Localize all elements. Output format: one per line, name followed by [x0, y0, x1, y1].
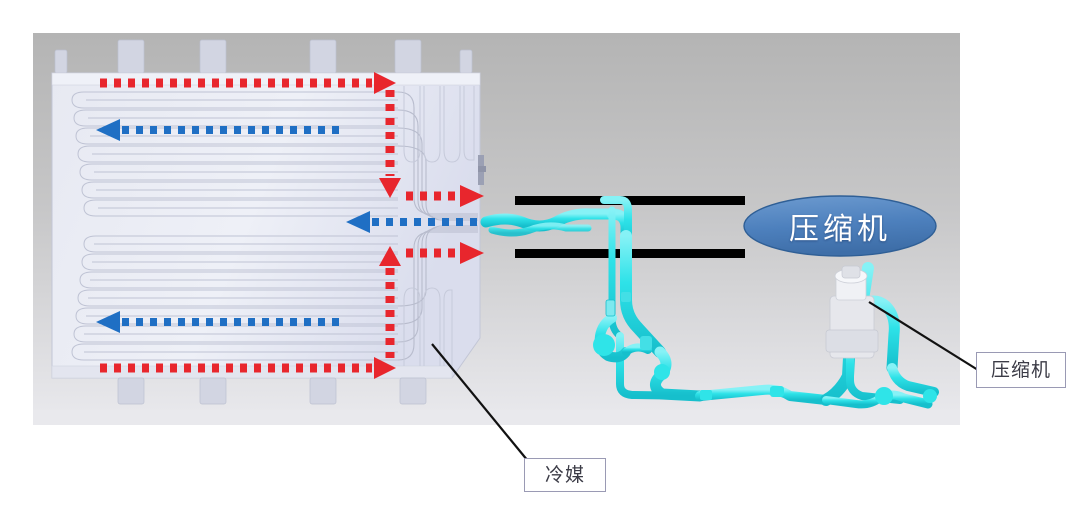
flow-arrows [96, 72, 494, 379]
flow-arrow-top-hot [100, 72, 396, 94]
leader-lines [431, 301, 979, 462]
compressor-housing [825, 265, 879, 359]
plate-header-fins [403, 86, 475, 366]
flow-arrow-mid-cold [346, 211, 494, 233]
plate-channels-lower [71, 235, 398, 361]
flow-arrow-right-vertical-upper [379, 90, 401, 198]
flow-arrow-upper-cold [96, 119, 342, 141]
plate-mounting-tabs-top [54, 39, 473, 74]
flow-arrow-right-vertical-lower [379, 246, 401, 358]
flow-arrow-mid-upper-hot [406, 185, 484, 207]
leader-line-refrigerant [431, 343, 529, 462]
plate-mounting-tabs-bottom [117, 377, 427, 405]
flow-arrow-bottom-hot [100, 357, 396, 379]
label-refrigerant: 冷媒 [524, 458, 606, 492]
cooling-plate [51, 72, 486, 379]
leader-line-compressor [868, 301, 979, 371]
label-compressor: 压缩机 [976, 352, 1066, 388]
plate-channels-upper [71, 91, 398, 217]
plate-port-marker [478, 166, 486, 172]
flow-arrow-lower-cold [96, 311, 342, 333]
pipe-fittings [593, 292, 937, 405]
flow-arrow-mid-lower-hot [406, 242, 484, 264]
compressor-callout-bubble[interactable] [743, 195, 937, 257]
